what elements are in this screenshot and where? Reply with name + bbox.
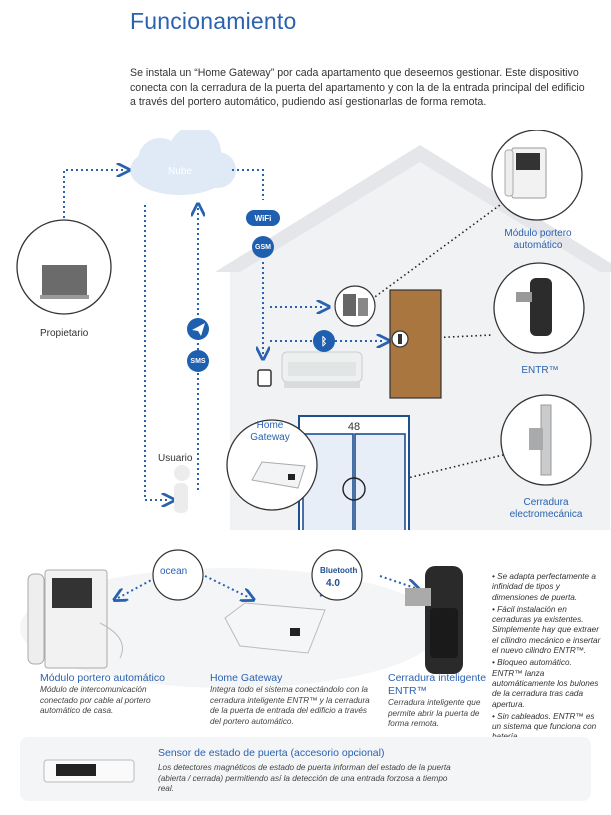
entr-description: Cerradura inteligente ENTR™ Cerradura in… bbox=[388, 672, 488, 730]
page-title: Funcionamiento bbox=[130, 8, 297, 34]
entr-bullets: • Se adapta perfectamente a infinidad de… bbox=[492, 572, 602, 745]
entr-label: ENTR™ bbox=[521, 365, 559, 376]
components-strip bbox=[20, 549, 463, 688]
sensor-image bbox=[43, 759, 135, 783]
svg-text:ᛒ: ᛒ bbox=[321, 335, 328, 348]
sensor-title: Sensor de estado de puerta (accesorio op… bbox=[158, 747, 385, 759]
bullet-item: • Fácil instalación en cerraduras ya exi… bbox=[492, 604, 601, 656]
sofa-image bbox=[281, 351, 363, 388]
cerradura-electromecanica-icon bbox=[500, 394, 592, 486]
intercom-module-icon bbox=[334, 285, 376, 327]
modulo-title: Módulo portero automático bbox=[40, 672, 165, 684]
intro-paragraph: Se instala un “Home Gateway” por cada ap… bbox=[130, 67, 585, 109]
entr-device-image bbox=[405, 566, 463, 674]
building-entrance-door bbox=[298, 415, 410, 530]
home-gateway-icon bbox=[226, 419, 318, 511]
cloud-icon bbox=[130, 130, 236, 195]
home-gateway-image bbox=[224, 602, 326, 654]
home-gateway-label: Home Gateway bbox=[250, 420, 290, 443]
bluetooth-icon bbox=[313, 330, 335, 352]
entr-lock-icon bbox=[493, 262, 585, 354]
owner-icon bbox=[16, 219, 112, 315]
gateway-small-icon bbox=[257, 369, 272, 387]
cerradura-electromecanica-label: Cerradura electromecánica bbox=[509, 497, 583, 520]
bluetooth-label: Bluetooth bbox=[320, 566, 358, 575]
modulo-text: Módulo de intercomunicación conectado po… bbox=[40, 685, 151, 715]
system-diagram: ᛒ 48 Nube bbox=[16, 130, 611, 530]
door-number: 48 bbox=[348, 421, 360, 433]
entr-title: Cerradura inteligente ENTR™ bbox=[388, 672, 487, 697]
gateway-text: Integra todo el sistema conectándolo con… bbox=[210, 685, 370, 726]
ocean-label: ocean bbox=[160, 566, 188, 577]
bullet-item: • Bloqueo automático. ENTR™ lanza automá… bbox=[492, 658, 599, 709]
user-walking-icon bbox=[174, 465, 190, 513]
sensor-text: Los detectores magnéticos de estado de p… bbox=[158, 763, 451, 793]
sms-badge: SMS bbox=[187, 350, 209, 372]
intercom-device-image bbox=[27, 569, 123, 669]
user-label: Usuario bbox=[158, 453, 193, 464]
gsm-badge: GSM bbox=[252, 236, 274, 258]
wifi-badge: WiFi bbox=[246, 210, 280, 226]
bullet-item: • Se adapta perfectamente a infinidad de… bbox=[492, 572, 596, 602]
modulo-portero-icon bbox=[491, 130, 583, 221]
house-roof bbox=[215, 145, 611, 272]
entr-text: Cerradura inteligente que permite abrir … bbox=[388, 698, 481, 728]
bluetooth-badge bbox=[311, 549, 363, 601]
bullet-item: • Sin cableados. ENTR™ es un sistema que… bbox=[492, 711, 597, 742]
owner-label: Propietario bbox=[40, 328, 89, 339]
bluetooth-version: 4.0 bbox=[326, 578, 340, 589]
cloud-label: Nube bbox=[168, 166, 192, 177]
modulo-description: Módulo portero automático Módulo de inte… bbox=[40, 672, 170, 717]
gateway-description: Home Gateway Integra todo el sistema con… bbox=[210, 672, 370, 727]
ocean-badge bbox=[152, 549, 204, 601]
gateway-title: Home Gateway bbox=[210, 672, 283, 684]
modulo-portero-label: Módulo portero automático bbox=[504, 228, 572, 251]
